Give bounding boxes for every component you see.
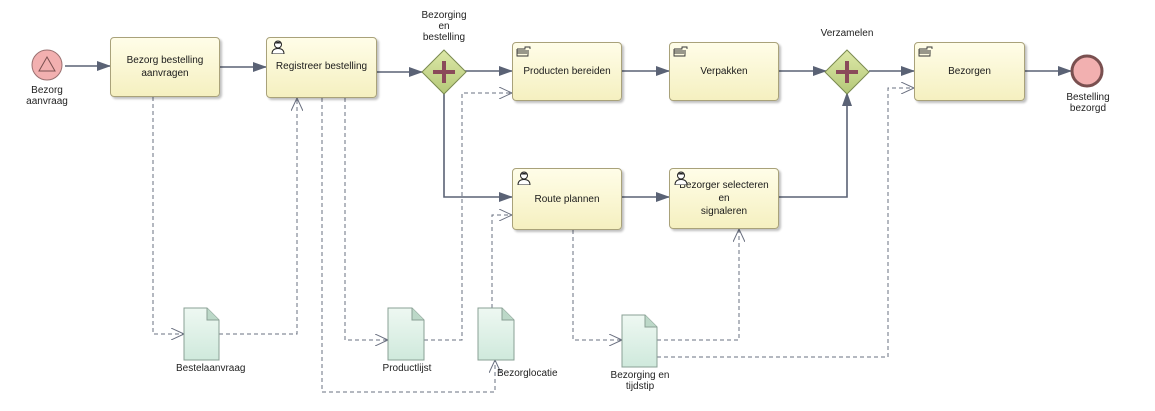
gateway-split-line2: en	[438, 21, 450, 32]
task-verpakken[interactable]: Verpakken	[669, 42, 779, 101]
sequence-flows	[65, 61, 1072, 202]
person-icon	[271, 40, 285, 54]
task-label: Bezorgen	[948, 66, 991, 77]
data-object-productlijst[interactable]	[387, 307, 425, 361]
task-producten-bereiden[interactable]: Producten bereiden	[512, 42, 622, 101]
data-label-text: Bestelaanvraag	[176, 363, 246, 374]
start-event[interactable]	[31, 49, 63, 81]
data-object-bestelaanvraag[interactable]	[183, 307, 220, 361]
data-label-bestelaanvraag: Bestelaanvraag	[176, 363, 246, 374]
triangle-signal-icon	[38, 55, 56, 72]
assoc-productlijst-to-producten[interactable]	[424, 93, 512, 341]
data-label-line1: Bezorging en	[610, 370, 670, 381]
assoc-bezorg-to-bestelaanvraag[interactable]	[152, 97, 184, 334]
assoc-route-to-bezorging-tijdstip[interactable]	[572, 230, 622, 340]
task-label: Verpakken	[700, 66, 748, 77]
start-label-line1: Bezorg	[31, 85, 63, 96]
task-label-line2: aanvragen	[141, 68, 189, 79]
assoc-bestelaanvraag-to-registreer[interactable]	[219, 98, 297, 335]
data-label-text: Bezorglocatie	[497, 368, 558, 379]
hand-icon	[673, 46, 688, 57]
flow-split-to-route[interactable]	[443, 92, 513, 202]
gateway-join-text: Verzamelen	[820, 28, 874, 39]
task-label-line1: Bezorg bestelling	[126, 55, 204, 66]
assoc-registreer-to-productlijst[interactable]	[344, 98, 388, 340]
task-route-plannen[interactable]: Route plannen	[512, 168, 622, 230]
task-registreer-bestelling[interactable]: Registreer bestelling	[266, 37, 377, 98]
end-label-line1: Bestelling	[1066, 92, 1110, 103]
flow-bezorger-to-join[interactable]	[779, 92, 852, 198]
task-label: Route plannen	[534, 193, 600, 205]
task-label: Registreer bestelling	[275, 61, 368, 72]
task-bezorgen[interactable]: Bezorgen	[914, 42, 1025, 101]
person-icon	[674, 171, 688, 185]
person-icon	[517, 171, 531, 185]
data-label-line2: tijdstip	[625, 381, 655, 392]
parallel-plus-icon	[433, 61, 455, 83]
assoc-tijdstip-to-bezorger[interactable]	[657, 229, 739, 341]
end-label-line2: bezorgd	[1069, 103, 1107, 114]
gateway-split-line3: bestelling	[422, 32, 466, 43]
task-label: Producten bereiden	[523, 66, 611, 77]
hand-icon	[516, 46, 531, 57]
gateway-split-line1: Bezorging	[421, 10, 467, 21]
data-object-bezorglocatie[interactable]	[477, 307, 515, 361]
data-associations	[152, 88, 914, 393]
gateway-split[interactable]	[421, 49, 467, 95]
data-object-bezorging-tijdstip[interactable]	[621, 314, 658, 368]
data-label-productlijst: Productlijst	[380, 363, 434, 374]
task-label-line2: signaleren	[700, 206, 748, 217]
hand-icon	[918, 46, 933, 57]
data-label-text: Productlijst	[382, 363, 432, 374]
gateway-join-label: Verzamelen	[817, 28, 877, 39]
parallel-plus-icon	[836, 61, 858, 83]
task-bezorger-selecteren[interactable]: Bezorger selecteren en signaleren	[669, 168, 779, 229]
task-bezorg-bestelling-aanvragen[interactable]: Bezorg bestelling aanvragen	[110, 37, 220, 97]
task-label-line1: Bezorger selecteren en	[679, 180, 769, 204]
assoc-bezorglocatie-to-route[interactable]	[491, 215, 512, 308]
assoc-registreer-to-bezorglocatie[interactable]	[321, 98, 495, 393]
end-event[interactable]	[1070, 54, 1104, 88]
gateway-join[interactable]	[824, 49, 870, 95]
data-label-bezorglocatie: Bezorglocatie	[497, 368, 558, 379]
start-label-line2: aanvraag	[26, 96, 68, 107]
assoc-tijdstip-to-bezorgen[interactable]	[657, 88, 914, 358]
